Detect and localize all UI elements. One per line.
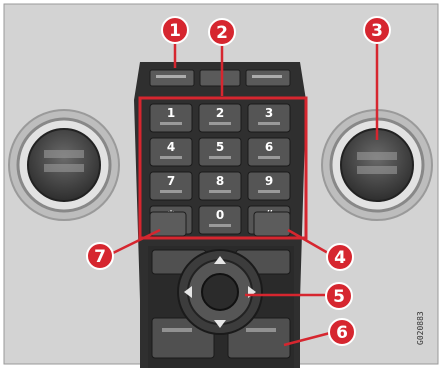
callout-6: 6	[329, 319, 355, 345]
keypad-key-5[interactable]: 5	[199, 138, 241, 166]
keypad-key-9[interactable]: 9	[248, 172, 290, 200]
svg-text:4: 4	[334, 248, 346, 268]
enter-button[interactable]	[202, 274, 238, 310]
callout-7: 7	[87, 243, 113, 269]
keypad-key-label: 6	[265, 140, 273, 154]
svg-text:3: 3	[371, 21, 383, 41]
svg-text:6: 6	[336, 323, 348, 343]
keypad-key-label: 1	[167, 106, 175, 120]
keypad-key-7[interactable]: 7	[150, 172, 192, 200]
keypad-key-label: 0	[216, 208, 224, 222]
left-rotary-knob	[9, 110, 119, 220]
callout-1: 1	[162, 17, 188, 43]
svg-text:7: 7	[94, 247, 106, 267]
keypad-key-6[interactable]: 6	[248, 138, 290, 166]
callout-2: 2	[209, 19, 235, 45]
image-code: G020883	[416, 311, 425, 345]
keypad-key-1[interactable]: 1	[150, 104, 192, 132]
keypad-key-label: 2	[216, 106, 224, 120]
keypad-key-label: 7	[167, 174, 175, 188]
keypad-key-label: 3	[265, 106, 273, 120]
keypad-key-8[interactable]: 8	[199, 172, 241, 200]
callout-4: 4	[327, 244, 353, 270]
svg-text:5: 5	[333, 287, 345, 307]
keypad-key-label: 9	[265, 174, 273, 188]
keypad-key-label: 5	[216, 140, 224, 154]
keypad-key-2[interactable]: 2	[199, 104, 241, 132]
keypad-key-label: 8	[216, 174, 224, 188]
keypad-key-3[interactable]: 3	[248, 104, 290, 132]
svg-text:1: 1	[169, 21, 181, 41]
navigation-pad[interactable]	[178, 250, 262, 334]
callout-5: 5	[326, 283, 352, 309]
keypad-key-label: 4	[167, 140, 175, 154]
top-middle-button[interactable]	[200, 70, 240, 86]
callout-3: 3	[364, 17, 390, 43]
svg-text:2: 2	[216, 23, 228, 43]
keypad-key-0[interactable]: 0	[199, 206, 241, 234]
keypad-key-4[interactable]: 4	[150, 138, 192, 166]
right-soft-button[interactable]	[254, 212, 290, 236]
